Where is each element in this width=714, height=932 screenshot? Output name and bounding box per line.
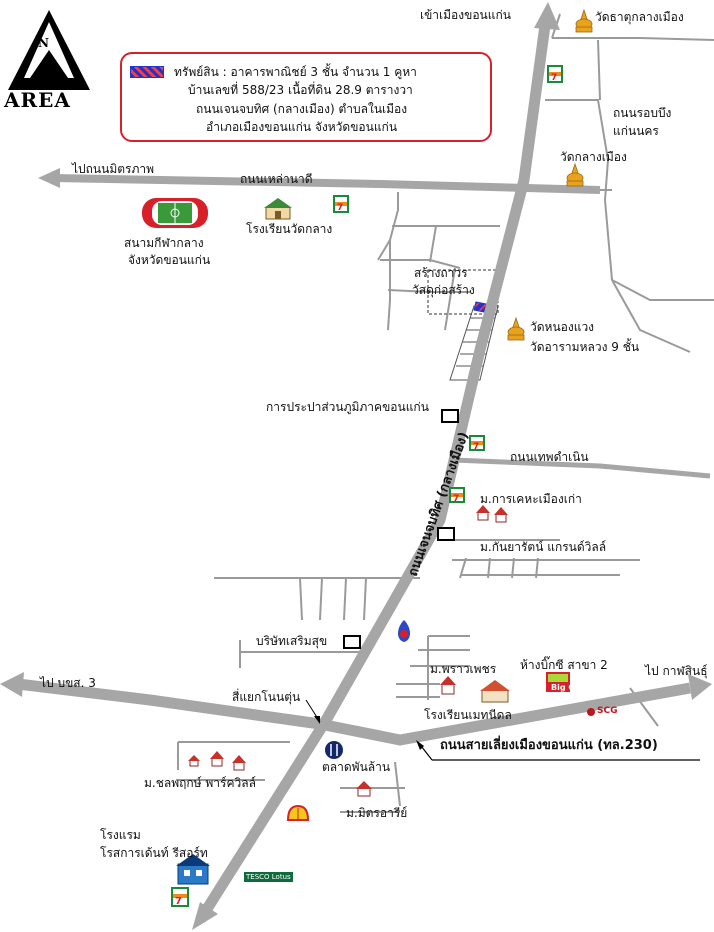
label-to-bor-khor-sor: ไป บขส. 3 (40, 676, 96, 690)
seven-eleven-icon: 7 (171, 887, 189, 907)
svg-text:7: 7 (337, 203, 343, 213)
label-school-wat-klang: โรงเรียนวัดกลาง (246, 222, 333, 236)
area-logo (8, 10, 90, 90)
scg-icon (587, 708, 595, 716)
label-ring-road-1: ถนนรอบบึง (613, 106, 672, 120)
property-legend-swatch (130, 66, 164, 78)
svg-text:7: 7 (453, 494, 459, 504)
label-to-mittraphap: ไปถนนมิตรภาพ (72, 162, 155, 176)
label-stadium-2: จังหวัดขอนแก่น (128, 253, 211, 267)
logo-word: AREA (4, 88, 71, 112)
water-authority-building-icon (441, 409, 459, 423)
label-chonlaphruek: ม.ชลพฤกษ์ พาร์ควิลล์ (144, 776, 256, 790)
lao-nadi-road (38, 168, 601, 194)
property-info-box: ทรัพย์สิน : อาคารพาณิชย์ 3 ชั้น จำนวน 1 … (120, 52, 492, 142)
house-icon (356, 781, 372, 797)
label-to-city: เข้าเมืองขอนแก่น (420, 8, 511, 22)
temple-icon (507, 316, 525, 341)
label-stadium-1: สนามกีฬากลาง (124, 236, 204, 250)
label-to-kalasin: ไป กาฬสินธุ์ (645, 664, 708, 678)
label-phraphet: ม.พราวเพชร (430, 662, 497, 676)
label-intersection: สี่แยกโนนตุ่น (232, 690, 301, 704)
label-ring-road-2: แก่นนคร (613, 124, 659, 138)
thep-damnoen-road (452, 457, 711, 479)
label-wat-nong-waeng-2: วัดอารามหลวง 9 ชั้น (530, 340, 640, 354)
label-hotel-2: โรสการเด้นท์ รีสอร์ท (100, 846, 208, 860)
school-icon (264, 198, 292, 220)
label-wat-that: วัดธาตุกลางเมือง (595, 10, 684, 24)
label-construction-1: สร้างถาวร (414, 266, 468, 280)
label-bigc: ห้างบิ๊กซี สาขา 2 (520, 658, 608, 672)
stadium-icon (142, 198, 208, 228)
label-thep-damnoen: ถนนเทพดำเนิน (510, 450, 589, 464)
seven-eleven-icon: 7 (449, 487, 465, 504)
svg-text:7: 7 (473, 442, 479, 452)
label-karnkeha: ม.การเคหะเมืองเก่า (480, 492, 582, 506)
house-icon (440, 676, 456, 695)
minor-roads (176, 13, 714, 813)
shell-icon (286, 804, 310, 821)
sermsuk-building-icon (343, 635, 361, 649)
label-school-mainee: โรงเรียนเมทนีดล (424, 708, 512, 722)
seven-eleven-icon: 7 (333, 195, 349, 213)
hotel-icon (176, 854, 210, 885)
temple-icon (575, 8, 593, 33)
house-icon (188, 751, 246, 771)
label-mitrari: ม.มิตรอารีย์ (346, 806, 408, 820)
label-water-authority: การประปาส่วนภูมิภาคขอนแก่น (266, 400, 429, 414)
info-line-4: อำเภอเมืองขอนแก่น จังหวัดขอนแก่น (206, 120, 398, 134)
info-line-1: ทรัพย์สิน : อาคารพาณิชย์ 3 ชั้น จำนวน 1 … (174, 65, 417, 79)
info-line-2: บ้านเลขที่ 588/23 เนื้อที่ดิน 28.9 ตาราง… (188, 83, 413, 97)
label-wat-klang: วัดกลางเมือง (560, 150, 627, 164)
label-market: ตลาดพันล้าน (322, 760, 391, 774)
label-sermsuk: บริษัทเสริมสุข (256, 634, 328, 648)
building-icon (437, 527, 455, 541)
label-bypass: ถนนสายเลี่ยงเมืองขอนแก่น (ทล.230) (440, 738, 658, 753)
main-road (192, 2, 560, 930)
svg-text:7: 7 (175, 896, 182, 907)
label-construction-2: วัสดุก่อสร้าง (412, 283, 475, 297)
label-kanyarat: ม.กันยารัตน์ แกรนด์วิลล์ (480, 540, 607, 554)
bigc-icon: Big C (546, 672, 574, 692)
bigc-logo-text: Big C (551, 683, 574, 692)
house-icon (476, 505, 508, 523)
north-indicator: N (38, 36, 49, 50)
label-lao-nadi: ถนนเหล่านาดี (240, 172, 313, 186)
tesco-lotus-icon: TESCO Lotus (244, 872, 293, 882)
scg-label: SCG (597, 706, 618, 716)
label-wat-nong-waeng-1: วัดหนองแวง (530, 320, 595, 334)
temple-icon (566, 162, 584, 187)
gas-station-icon (398, 620, 410, 642)
school-icon (480, 680, 510, 703)
info-line-3: ถนนเจนจบทิศ (กลางเมือง) ตำบลในเมือง (196, 102, 408, 116)
svg-text:7: 7 (551, 73, 557, 83)
seven-eleven-icon: 7 (469, 435, 485, 452)
restaurant-icon (325, 741, 343, 759)
label-hotel-1: โรงแรม (100, 828, 141, 842)
seven-eleven-icon: 7 (547, 65, 563, 83)
